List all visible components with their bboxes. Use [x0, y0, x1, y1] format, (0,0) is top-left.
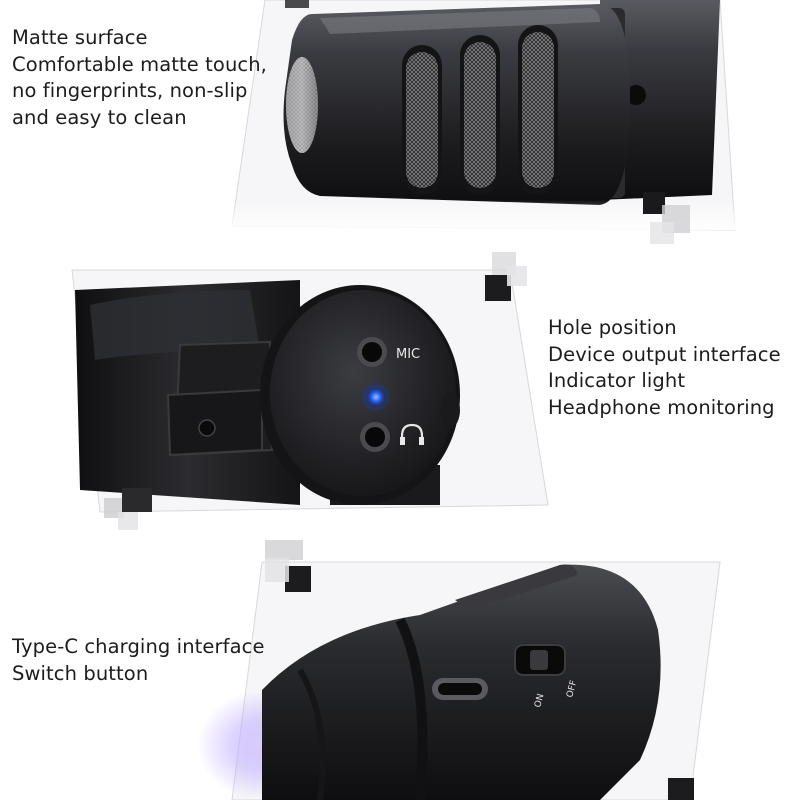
caption-line: Hole position — [548, 316, 677, 339]
caption-line: and easy to clean — [12, 105, 187, 129]
matte-surface-caption: Matte surface Comfortable matte touch, n… — [12, 25, 267, 131]
caption-line: Device output interface — [548, 342, 781, 366]
section-type-c: ON OFF Type-C charging interface Switch … — [0, 540, 800, 800]
caption-line: no fingerprints, non-slip — [12, 79, 248, 102]
caption-line: Switch button — [12, 661, 149, 685]
caption-line: Headphone monitoring — [548, 395, 775, 419]
microphone-grille-photo — [230, 0, 740, 244]
caption-line: Matte surface — [12, 26, 148, 49]
caption-line: Comfortable matte touch, — [12, 52, 267, 76]
hole-position-caption: Hole position Device output interface In… — [548, 315, 781, 421]
caption-line: Type-C charging interface — [12, 635, 265, 658]
microphone-rear-photo: MIC — [71, 252, 549, 530]
switch-on-label: ON — [533, 693, 546, 709]
section-matte-surface: Matte surface Comfortable matte touch, n… — [0, 0, 800, 250]
microphone-charging-photo: ON OFF — [197, 540, 721, 800]
mic-jack-label: MIC — [396, 347, 420, 362]
section-hole-position: MIC Hole position Device output interfac… — [0, 250, 800, 540]
caption-line: Indicator light — [548, 369, 686, 392]
headphone-icon — [400, 423, 424, 445]
type-c-caption: Type-C charging interface Switch button — [12, 634, 265, 687]
switch-off-label: OFF — [565, 679, 579, 698]
